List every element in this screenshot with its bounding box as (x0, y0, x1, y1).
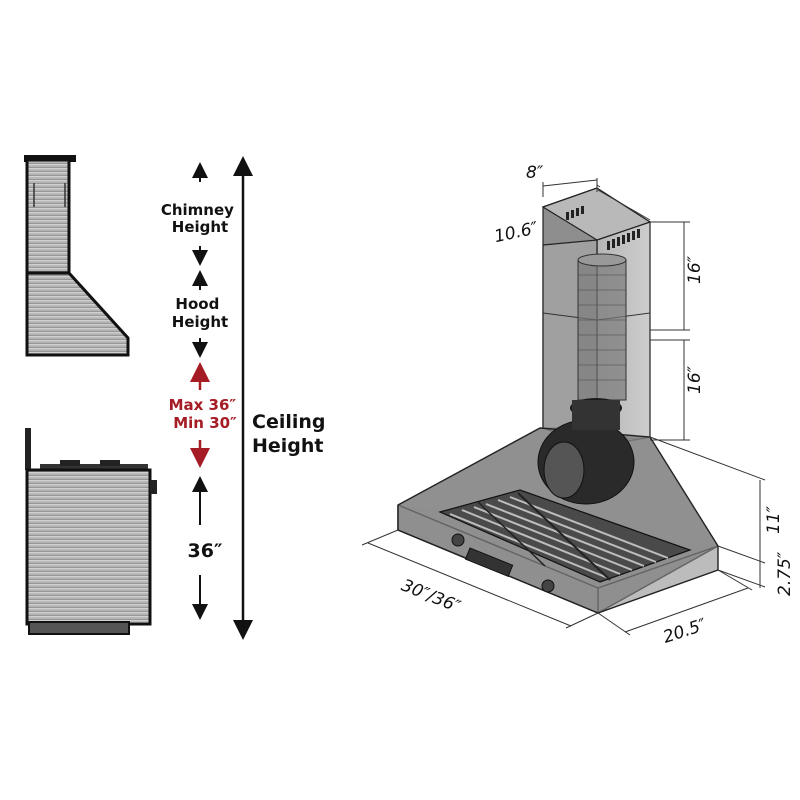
ceiling-height-label: Ceiling Height (252, 411, 332, 457)
hood-3d-illustration (397, 187, 719, 614)
dim-chimney-width: 8″ (526, 163, 544, 183)
dim-hood-width: 30″/36″ (398, 576, 463, 618)
blower-motor (537, 398, 635, 505)
dim-hood-lip: 2.75″ (775, 551, 795, 596)
hood-height-label: Hood Height (172, 295, 228, 331)
dim-chimney-depth: 10.6″ (492, 218, 540, 247)
dim-hood-depth: 20.5″ (661, 615, 710, 648)
clearance-label: Max 36″ Min 30″ (169, 396, 242, 432)
dimension-lines (361, 178, 766, 636)
range-height-label: 36″ (188, 540, 223, 562)
control-panel (451, 533, 555, 593)
dim-chimney-lower: 16″ (685, 365, 705, 394)
side-profile-hood (24, 155, 130, 357)
dim-hood-height: 11″ (764, 505, 784, 534)
baffle-filters (438, 489, 692, 583)
vent-slots-back (566, 206, 584, 220)
dim-chimney-upper: 16″ (685, 255, 705, 284)
side-profile-range (25, 428, 157, 635)
chimney-height-label: Chimney Height (161, 201, 239, 236)
vent-slots-front (607, 229, 640, 250)
